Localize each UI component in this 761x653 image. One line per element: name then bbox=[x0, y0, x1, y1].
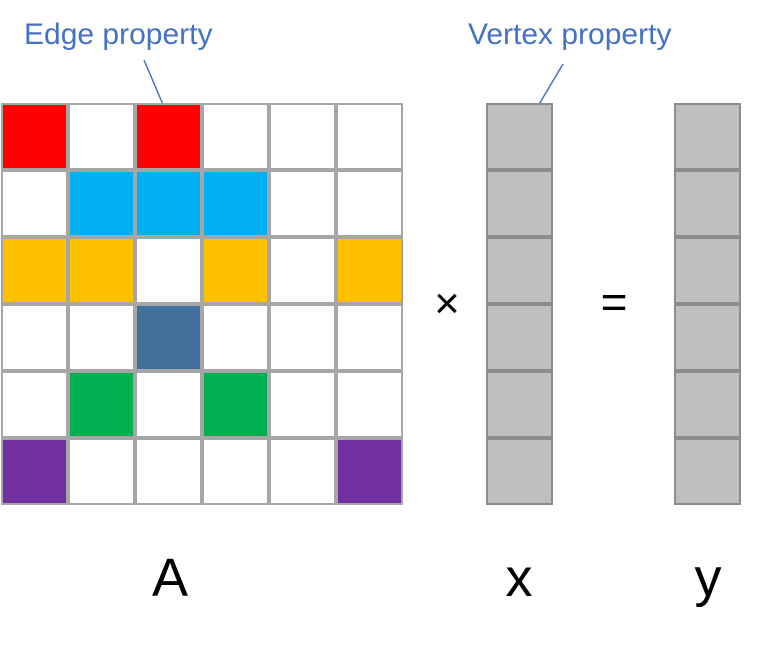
vector-y-cell-4 bbox=[674, 304, 741, 371]
vector-label-x: x bbox=[506, 548, 533, 608]
matrix-cell-r5-c5 bbox=[269, 371, 336, 438]
vector-y-cell-1 bbox=[674, 103, 741, 170]
matrix-cell-r5-c6 bbox=[336, 371, 403, 438]
vector-x-cell-3 bbox=[486, 237, 553, 304]
matrix-cell-r3-c6 bbox=[336, 237, 403, 304]
matrix-cell-r4-c1 bbox=[1, 304, 68, 371]
vector-label-y: y bbox=[695, 548, 722, 608]
matrix-cell-r2-c3 bbox=[135, 170, 202, 237]
matrix-cell-r4-c2 bbox=[68, 304, 135, 371]
matrix-cell-r5-c2 bbox=[68, 371, 135, 438]
matrix-label-a: A bbox=[152, 548, 188, 608]
matrix-cell-r2-c2 bbox=[68, 170, 135, 237]
matrix-cell-r1-c4 bbox=[202, 103, 269, 170]
matrix-cell-r1-c1 bbox=[1, 103, 68, 170]
matrix-cell-r5-c4 bbox=[202, 371, 269, 438]
matrix-cell-r5-c3 bbox=[135, 371, 202, 438]
matrix-cell-r1-c3 bbox=[135, 103, 202, 170]
vector-x-cell-4 bbox=[486, 304, 553, 371]
matrix-cell-r1-c2 bbox=[68, 103, 135, 170]
input-vector-x bbox=[486, 103, 553, 505]
matrix-cell-r5-c1 bbox=[1, 371, 68, 438]
equals-operator: = bbox=[601, 276, 628, 328]
vector-y-cell-2 bbox=[674, 170, 741, 237]
matrix-cell-r6-c2 bbox=[68, 438, 135, 505]
vector-x-cell-2 bbox=[486, 170, 553, 237]
matrix-cell-r4-c6 bbox=[336, 304, 403, 371]
matrix-cell-r3-c4 bbox=[202, 237, 269, 304]
adjacency-matrix bbox=[1, 103, 403, 505]
matrix-cell-r3-c2 bbox=[68, 237, 135, 304]
matrix-cell-r6-c3 bbox=[135, 438, 202, 505]
matrix-cell-r1-c6 bbox=[336, 103, 403, 170]
multiply-operator: × bbox=[434, 279, 460, 328]
matrix-cell-r2-c5 bbox=[269, 170, 336, 237]
matrix-cell-r3-c5 bbox=[269, 237, 336, 304]
matrix-cell-r6-c5 bbox=[269, 438, 336, 505]
vector-x-cell-6 bbox=[486, 438, 553, 505]
matrix-cell-r2-c1 bbox=[1, 170, 68, 237]
matrix-cell-r2-c6 bbox=[336, 170, 403, 237]
matrix-cell-r1-c5 bbox=[269, 103, 336, 170]
vector-y-cell-6 bbox=[674, 438, 741, 505]
vector-y-cell-3 bbox=[674, 237, 741, 304]
matrix-cell-r4-c5 bbox=[269, 304, 336, 371]
matrix-cell-r6-c1 bbox=[1, 438, 68, 505]
matrix-cell-r3-c1 bbox=[1, 237, 68, 304]
matrix-cell-r3-c3 bbox=[135, 237, 202, 304]
vector-x-cell-1 bbox=[486, 103, 553, 170]
matrix-cell-r4-c4 bbox=[202, 304, 269, 371]
matrix-cell-r6-c6 bbox=[336, 438, 403, 505]
output-vector-y bbox=[674, 103, 741, 505]
matrix-cell-r4-c3 bbox=[135, 304, 202, 371]
vertex-property-label: Vertex property bbox=[468, 18, 671, 51]
edge-property-label: Edge property bbox=[24, 18, 212, 51]
edge-property-callout-line bbox=[143, 59, 165, 108]
matrix-cell-r6-c4 bbox=[202, 438, 269, 505]
vector-y-cell-5 bbox=[674, 371, 741, 438]
vector-x-cell-5 bbox=[486, 371, 553, 438]
matrix-cell-r2-c4 bbox=[202, 170, 269, 237]
